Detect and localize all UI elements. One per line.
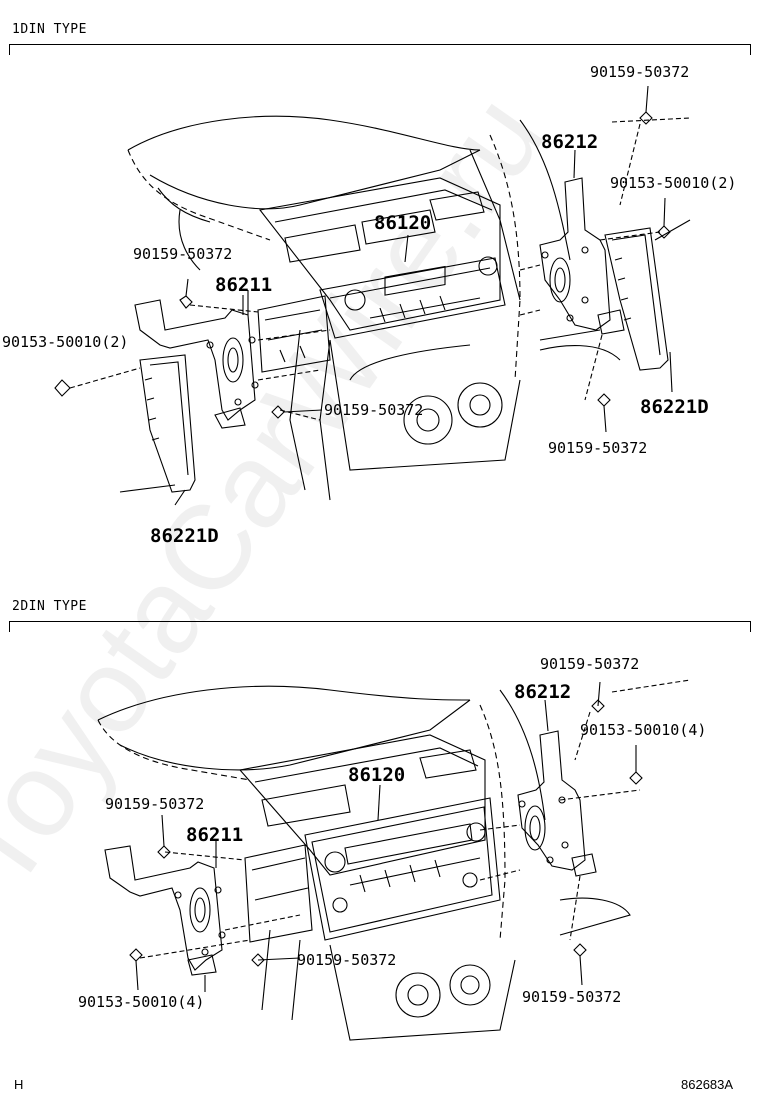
callout-1din-bracket-right: 86212 (541, 131, 599, 153)
section-frame-1din (9, 44, 751, 55)
diagram-2din (97, 679, 691, 1041)
callout-1din-radio: 86120 (374, 212, 432, 234)
footer-illustration-number: 862683A (681, 1077, 734, 1092)
diagram-1din (54, 85, 691, 506)
callout-2din-screw-right-bottom: 90159-50372 (522, 988, 622, 1006)
callout-1din-bolt-right: 90153-50010(2) (610, 174, 737, 192)
callout-2din-screw-top-right: 90159-50372 (540, 655, 640, 673)
callout-1din-bolt-left: 90153-50010(2) (2, 333, 129, 351)
callout-1din-screw-left-top: 90159-50372 (133, 245, 233, 263)
callout-1din-panel-left: 86221D (150, 525, 219, 547)
callout-1din-bracket-left: 86211 (215, 274, 273, 296)
callout-2din-bracket-right: 86212 (514, 681, 572, 703)
callout-2din-bracket-left: 86211 (186, 824, 244, 846)
section-frame-2din (9, 621, 751, 632)
footer-left-code: H (14, 1077, 24, 1092)
callout-1din-screw-right-bottom: 90159-50372 (548, 439, 648, 457)
section-title-1din: 1DIN TYPE (12, 22, 87, 37)
section-title-2din: 2DIN TYPE (12, 599, 87, 614)
callout-2din-screw-left-top: 90159-50372 (105, 795, 205, 813)
callout-1din-screw-top-right: 90159-50372 (590, 63, 690, 81)
callout-1din-panel-right: 86221D (640, 396, 709, 418)
callout-1din-screw-left-bottom: 90159-50372 (324, 401, 424, 419)
callout-2din-bolt-right: 90153-50010(4) (580, 721, 707, 739)
callout-2din-radio: 86120 (348, 764, 406, 786)
callout-2din-bolt-left: 90153-50010(4) (78, 993, 205, 1011)
callout-2din-screw-left-bottom: 90159-50372 (297, 951, 397, 969)
